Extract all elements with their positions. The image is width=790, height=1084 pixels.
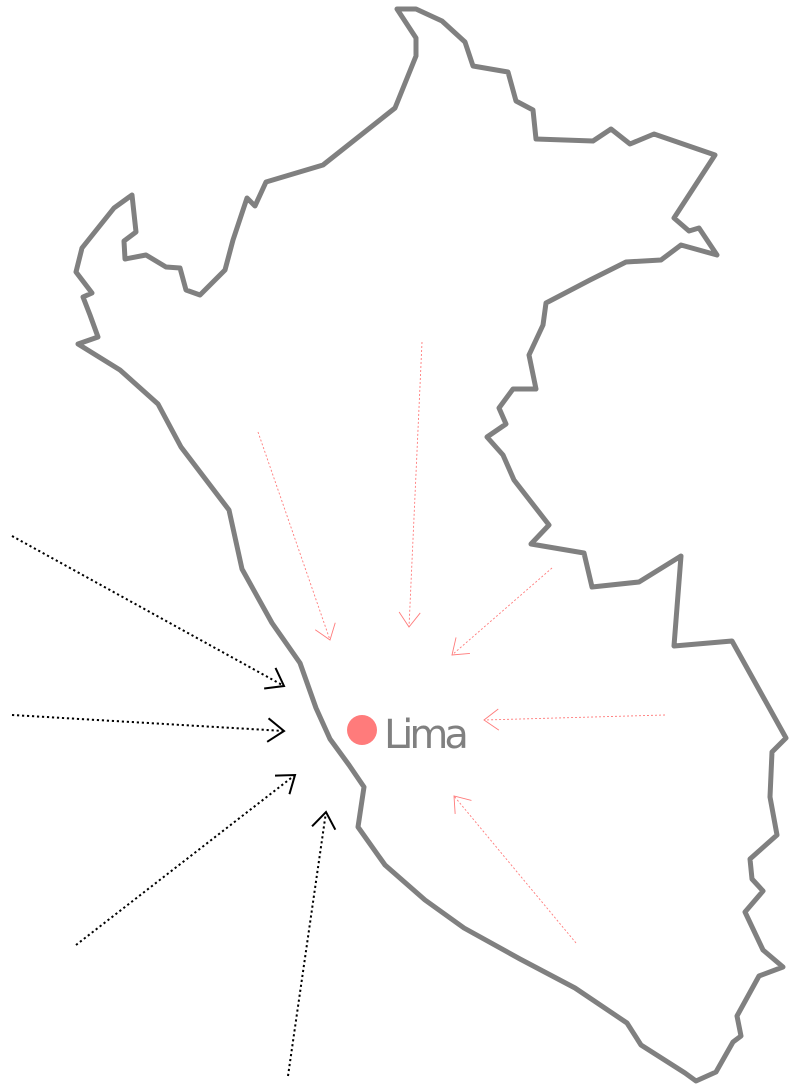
inland-arrow-3 [451, 567, 553, 656]
inland-arrow-1 [257, 431, 336, 641]
ocean-arrow-4-head [311, 810, 337, 831]
inland-arrow-4 [483, 708, 666, 731]
inland-arrow-2 [398, 341, 423, 628]
inland-arrow-1-shaft [257, 431, 331, 641]
ocean-arrow-3 [75, 773, 297, 946]
ocean-arrow-1-head [264, 667, 286, 690]
ocean-arrow-1 [11, 535, 286, 690]
peru-country-outline [73, 6, 789, 1084]
ocean-arrows [11, 535, 337, 1077]
ocean-arrow-4-shaft [287, 811, 327, 1077]
ocean-arrow-3-head [274, 773, 297, 795]
inland-arrow-4-shaft [483, 714, 666, 721]
ocean-arrow-2-shaft [11, 714, 285, 732]
lima-city-marker [347, 715, 377, 745]
ocean-arrow-1-shaft [11, 535, 285, 687]
inland-arrow-3-head [451, 637, 470, 656]
ocean-arrow-3-shaft [75, 774, 296, 946]
inland-arrow-5 [453, 795, 577, 944]
inland-arrow-4-head [483, 708, 500, 731]
inland-arrow-1-head [314, 622, 336, 641]
inland-arrow-5-head [453, 795, 472, 814]
lima-city-label: Lima [384, 712, 465, 758]
ocean-arrow-4 [287, 810, 337, 1077]
ocean-arrow-2 [11, 714, 286, 743]
inland-arrow-2-shaft [408, 341, 423, 628]
inland-arrow-3-shaft [451, 567, 553, 656]
inland-arrows [257, 341, 666, 944]
inland-arrow-2-head [398, 611, 421, 628]
inland-arrow-5-shaft [453, 795, 577, 944]
ocean-arrow-2-head [266, 717, 286, 743]
